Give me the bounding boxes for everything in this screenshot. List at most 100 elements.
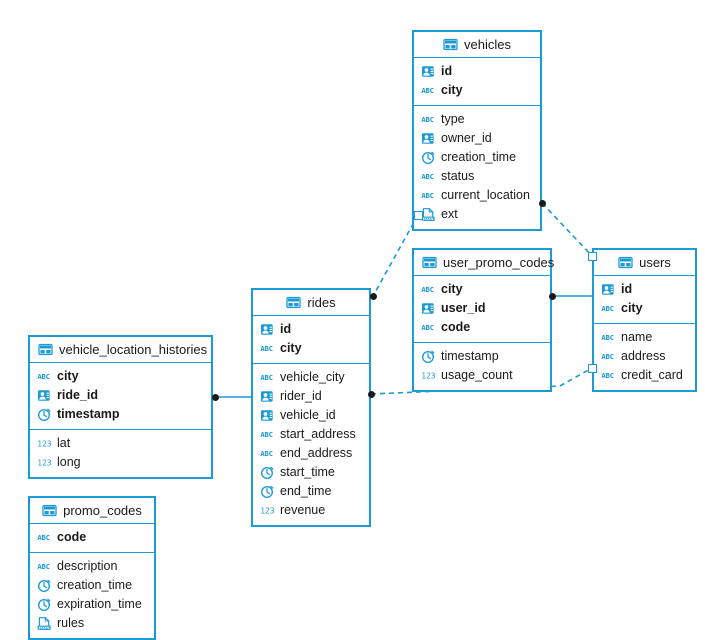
column-name: rider_id: [280, 389, 322, 404]
abc-type-icon: ABC: [601, 301, 616, 316]
column-name: type: [441, 112, 465, 127]
svg-text:ABC: ABC: [601, 304, 614, 313]
table-header-vehicles[interactable]: vehicles: [414, 32, 540, 58]
relationship-endpoint-many-vehicle-location-histories-to-rides-0: [211, 393, 219, 401]
column-name: status: [441, 169, 475, 184]
table-title: rides: [307, 295, 336, 310]
column-name: start_time: [280, 465, 335, 480]
svg-text:ABC: ABC: [260, 449, 273, 458]
column-row-timestamp[interactable]: timestamp: [414, 347, 550, 366]
column-row-creation_time[interactable]: creation_time: [414, 148, 540, 167]
table-grid-icon: [443, 37, 458, 52]
column-name: city: [57, 369, 79, 384]
svg-text:123: 123: [260, 506, 274, 515]
column-row-end_address[interactable]: ABC end_address: [253, 444, 369, 463]
svg-text:ABC: ABC: [260, 373, 273, 382]
column-name: description: [57, 559, 118, 574]
table-header-vehicle_location_histories[interactable]: vehicle_location_histories: [30, 337, 211, 363]
column-row-vehicle_id[interactable]: vehicle_id: [253, 406, 369, 425]
relationship-endpoint-many-vehicles-to-rides-1: [369, 292, 377, 300]
svg-text:ABC: ABC: [421, 86, 434, 95]
clock-type-icon: [37, 597, 52, 612]
svg-text:ABC: ABC: [421, 191, 434, 200]
clock-type-icon: [421, 150, 436, 165]
column-name: id: [280, 322, 292, 337]
column-row-creation_time[interactable]: creation_time: [30, 576, 154, 595]
table-header-user_promo_codes[interactable]: user_promo_codes: [414, 250, 554, 276]
abc-type-icon: ABC: [601, 330, 616, 345]
table-header-promo_codes[interactable]: promo_codes: [30, 498, 154, 524]
column-name: vehicle_id: [280, 408, 336, 423]
column-row-type[interactable]: ABC type: [414, 110, 540, 129]
clock-type-icon: [37, 578, 52, 593]
clock-type-icon: [260, 484, 275, 499]
table-header-users[interactable]: users: [594, 250, 695, 276]
abc-type-icon: ABC: [421, 83, 436, 98]
abc-type-icon: ABC: [421, 320, 436, 335]
primary-key-row-id[interactable]: id: [253, 320, 369, 339]
column-name: creation_time: [57, 578, 133, 593]
svg-text:ABC: ABC: [601, 352, 614, 361]
svg-text:ABC: ABC: [421, 323, 434, 332]
table-header-rides[interactable]: rides: [253, 290, 369, 316]
id-badge-type-icon: [421, 301, 436, 316]
clock-type-icon: [421, 349, 436, 364]
id-badge-type-icon: [421, 64, 436, 79]
clock-type-icon: [37, 407, 52, 422]
column-name: start_address: [280, 427, 356, 442]
column-row-start_time[interactable]: start_time: [253, 463, 369, 482]
abc-type-icon: ABC: [260, 370, 275, 385]
column-row-rider_id[interactable]: rider_id: [253, 387, 369, 406]
column-row-end_time[interactable]: end_time: [253, 482, 369, 501]
svg-text:123: 123: [37, 458, 51, 467]
table-title: vehicles: [464, 37, 511, 52]
abc-type-icon: ABC: [601, 368, 616, 383]
primary-key-row-ride_id[interactable]: ride_id: [30, 386, 211, 405]
primary-key-row-user_id[interactable]: user_id: [414, 299, 550, 318]
column-name: city: [280, 341, 302, 356]
svg-text:JSON: JSON: [422, 216, 434, 221]
primary-key-row-timestamp[interactable]: timestamp: [30, 405, 211, 424]
svg-text:ABC: ABC: [421, 115, 434, 124]
svg-text:ABC: ABC: [37, 562, 50, 571]
column-row-owner_id[interactable]: owner_id: [414, 129, 540, 148]
column-name: timestamp: [441, 349, 499, 364]
column-name: usage_count: [441, 368, 513, 383]
column-row-description[interactable]: ABC description: [30, 557, 154, 576]
primary-key-row-id[interactable]: id: [414, 62, 540, 81]
column-row-expiration_time[interactable]: expiration_time: [30, 595, 154, 614]
123-type-icon: 123: [37, 455, 52, 470]
column-name: end_address: [280, 446, 353, 461]
primary-key-row-id[interactable]: id: [594, 280, 695, 299]
